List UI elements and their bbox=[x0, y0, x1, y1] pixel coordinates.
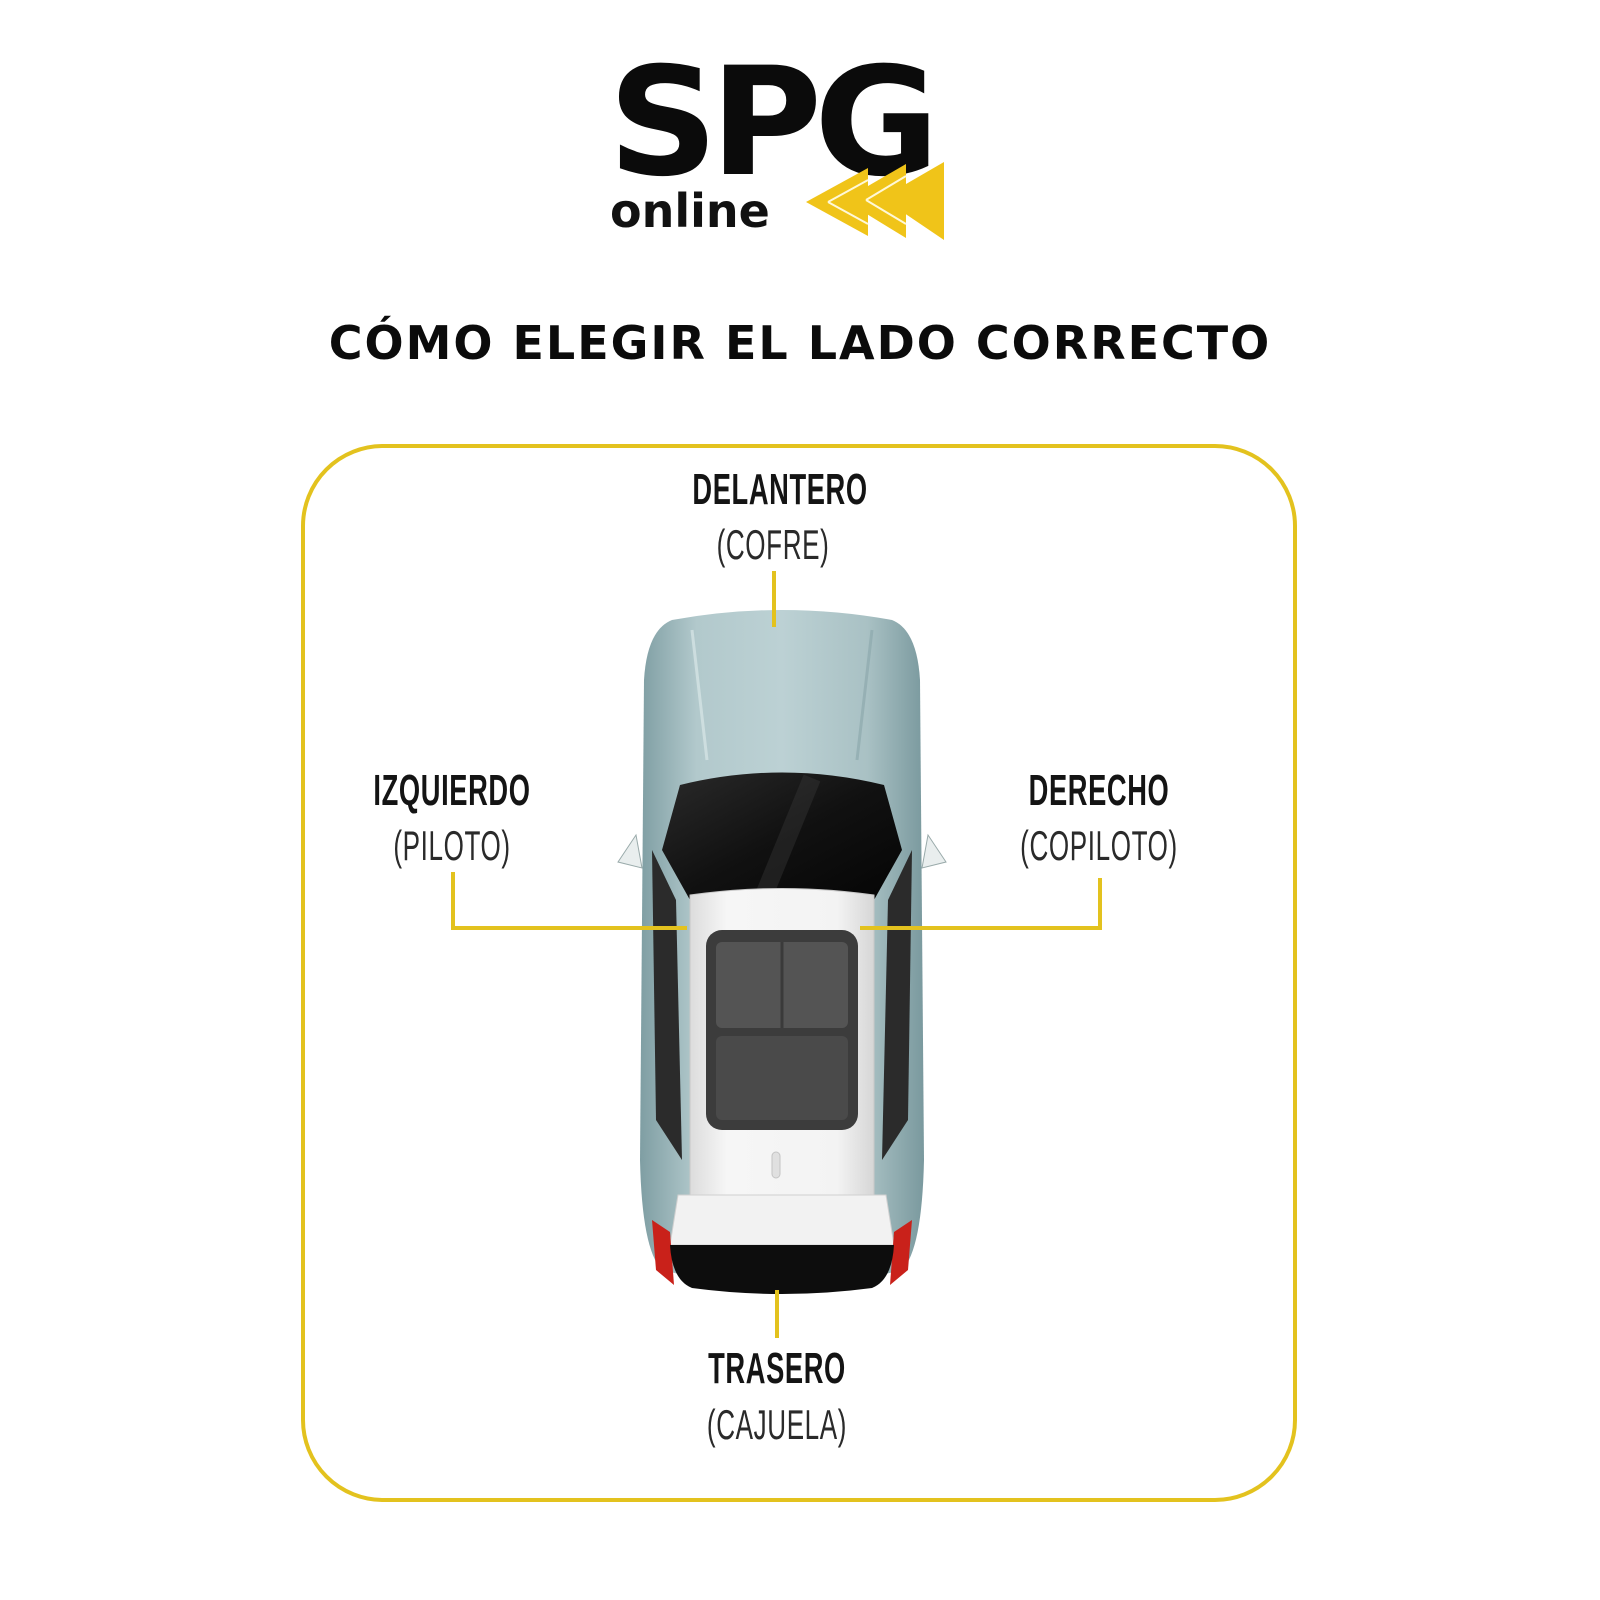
left-connector-vertical bbox=[451, 872, 455, 930]
logo-brand-text: SPG bbox=[608, 36, 940, 210]
triple-arrow-icon bbox=[806, 162, 946, 244]
right-connector-vertical bbox=[1098, 878, 1102, 930]
right-sublabel: (COPILOTO) bbox=[1020, 822, 1178, 869]
rear-sublabel: (CAJUELA) bbox=[706, 1401, 848, 1448]
left-label: IZQUIERDO bbox=[373, 766, 531, 815]
right-label: DERECHO bbox=[1028, 766, 1170, 815]
car-top-view-image bbox=[612, 600, 952, 1304]
right-connector-horizontal bbox=[860, 926, 1102, 930]
front-connector-line bbox=[772, 571, 776, 627]
left-sublabel: (PILOTO) bbox=[393, 822, 511, 869]
diagram-frame bbox=[301, 444, 1297, 1502]
rear-label: TRASERO bbox=[708, 1344, 846, 1393]
front-label: DELANTERO bbox=[692, 465, 868, 514]
logo-tagline-text: online bbox=[610, 184, 770, 238]
page-title: CÓMO ELEGIR EL LADO CORRECTO bbox=[328, 316, 1272, 370]
front-sublabel: (COFRE) bbox=[716, 521, 830, 568]
rear-connector-line bbox=[775, 1290, 779, 1338]
left-connector-horizontal bbox=[451, 926, 687, 930]
